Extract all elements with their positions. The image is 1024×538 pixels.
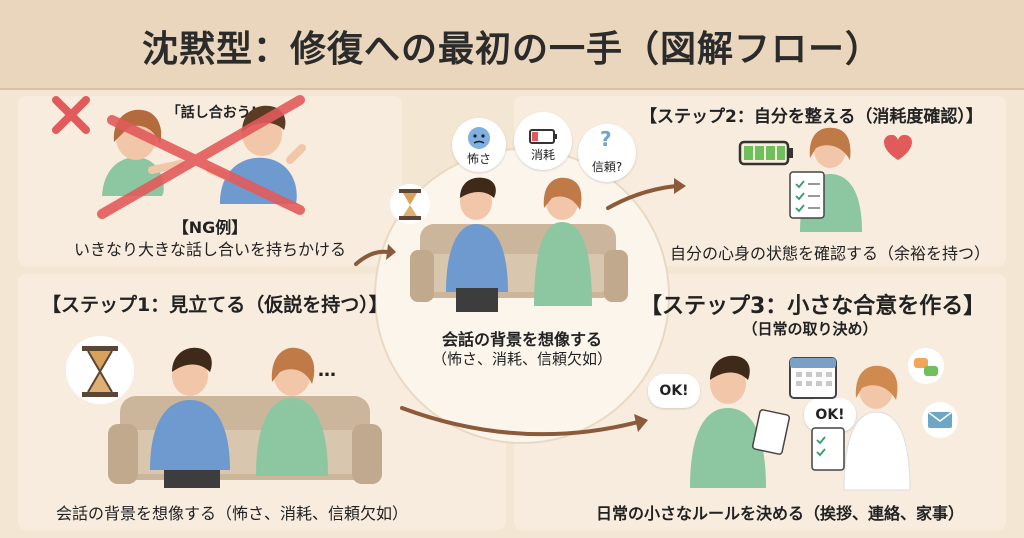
center-caption-line1: 会話の背景を想像する <box>441 330 602 349</box>
step1-sofa <box>108 396 382 484</box>
ok-right-label: OK! <box>815 407 845 423</box>
step3-man-figure <box>690 355 766 488</box>
step2-heading: 【ステップ2：自分を整える（消耗度確認）】 <box>640 107 983 127</box>
ng-caption: いきなり大きな話し合いを持ちかける <box>73 240 346 259</box>
checklist-icon <box>789 171 825 219</box>
center-man-figure <box>446 177 508 312</box>
low-battery-icon <box>529 129 557 144</box>
worried-face-icon <box>468 127 490 149</box>
center-caption-line2: （怖さ、消耗、信頼欠如） <box>431 350 612 368</box>
step3-caption: 日常の小さなルールを決める（挨拶、連絡、家事） <box>596 504 965 523</box>
ok-left-label: OK! <box>659 383 689 399</box>
full-battery-icon <box>738 140 793 166</box>
step1-ellipsis: … <box>318 360 336 381</box>
ok-bubble-left: OK! <box>648 374 700 408</box>
arrow-ng-to-center <box>354 249 390 266</box>
page-title: 沈黙型：修復への最初の一手（図解フロー） <box>141 29 882 70</box>
arrowheads <box>386 178 686 432</box>
trust-bubble: 信頼? <box>578 124 636 182</box>
arrow-step1-to-step3 <box>400 406 640 437</box>
step1-heading: 【ステップ1：見立てる（仮説を持つ）】 <box>42 294 388 316</box>
step1-caption: 会話の背景を想像する（怖さ、消耗、信頼欠如） <box>56 504 409 523</box>
question-mark-icon: ? <box>600 127 612 151</box>
ng-speech: 「話し合おう!」 <box>166 105 272 121</box>
red-x-icon <box>52 96 90 134</box>
arrow-center-to-step2 <box>606 184 678 210</box>
header-band <box>0 0 1024 90</box>
step1-woman-figure <box>256 347 328 476</box>
step3-notepad-icon <box>751 409 791 455</box>
ok-bubble-right: OK! <box>804 398 856 432</box>
calendar-icon <box>789 357 837 399</box>
center-hourglass-icon <box>390 184 430 224</box>
exhaust-bubble: 消耗 <box>514 112 572 170</box>
exhaust-label: 消耗 <box>530 148 555 162</box>
fear-label: 怖さ <box>466 152 491 166</box>
ng-cross-icon <box>97 95 305 219</box>
step1-man-figure <box>150 347 230 488</box>
chat-bubbles-icon <box>908 348 944 384</box>
heart-icon <box>884 134 912 160</box>
ng-label: 【NG例】 <box>172 218 248 237</box>
step2-caption: 自分の心身の状態を確認する（余裕を持つ） <box>670 244 991 263</box>
trust-label: 信頼? <box>591 160 623 174</box>
hourglass-icon <box>66 336 134 404</box>
center-sofa <box>410 224 628 302</box>
mail-icon <box>922 402 958 438</box>
svg-text:?: ? <box>600 127 612 151</box>
step3-woman-figure <box>843 365 911 491</box>
step3-subheading: （日常の取り決め） <box>742 320 878 338</box>
center-woman-figure <box>534 177 592 306</box>
step3-heading: 【ステップ3：小さな合意を作る】 <box>640 294 986 319</box>
flow-arrows <box>354 184 678 437</box>
step3-checklist-icon <box>811 427 845 471</box>
